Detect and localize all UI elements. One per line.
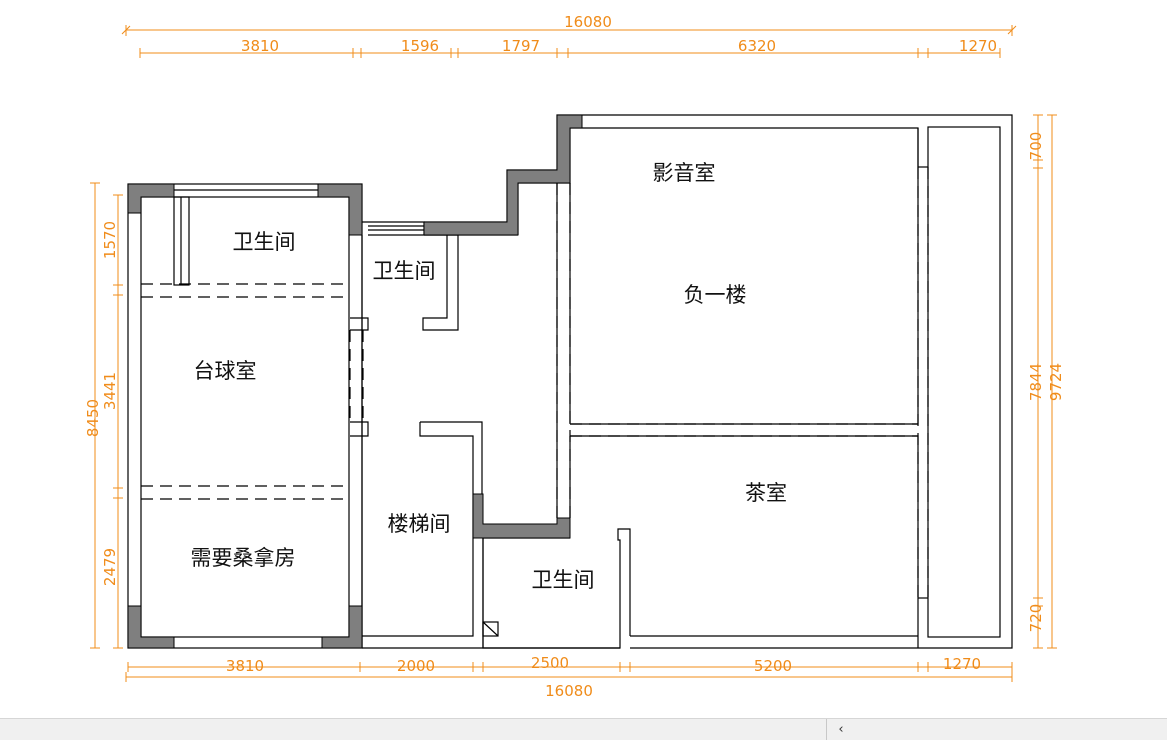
- dashed-partitions: [141, 167, 929, 598]
- dim-right-bottom: 720: [1027, 604, 1045, 633]
- room-label-bathroom-2: 卫生间: [373, 259, 436, 283]
- room-label-billiard-room: 台球室: [194, 359, 257, 383]
- dim-bottom-total: 16080: [545, 682, 593, 700]
- dim-left-seg-3: 2479: [101, 548, 119, 586]
- dim-bottom-seg-1: 3810: [226, 657, 264, 675]
- room-labels: 卫生间 卫生间 台球室 需要桑拿房 楼梯间 影音室 负一楼 茶室 卫生间: [191, 161, 788, 592]
- room-label-tea-room: 茶室: [745, 481, 787, 505]
- columns: [127, 114, 583, 649]
- dimension-labels: 16080 3810 1596 1797 6320 1270 3810 2000…: [84, 13, 1065, 700]
- room-label-sauna-room: 需要桑拿房: [191, 546, 296, 570]
- dim-top-total: 16080: [564, 13, 612, 31]
- dim-top-seg-1: 3810: [241, 37, 279, 55]
- dim-right-total: 9724: [1047, 363, 1065, 401]
- room-label-stairwell: 楼梯间: [388, 512, 451, 536]
- dim-right-middle: 7844: [1027, 363, 1045, 401]
- dim-left-total: 8450: [84, 399, 102, 437]
- dim-left-seg-2: 3441: [101, 372, 119, 410]
- dim-bottom-seg-5: 1270: [943, 655, 981, 673]
- dim-right-top: 700: [1027, 132, 1045, 161]
- dim-bottom-seg-4: 5200: [754, 657, 792, 675]
- dim-left-seg-1: 1570: [101, 221, 119, 259]
- dim-top-seg-2: 1596: [401, 37, 439, 55]
- dim-bottom-seg-3: 2500: [531, 654, 569, 672]
- dim-bottom-seg-2: 2000: [397, 657, 435, 675]
- horizontal-scrollbar[interactable]: ‹: [0, 718, 1167, 740]
- room-label-bathroom-3: 卫生间: [532, 568, 595, 592]
- dim-top-seg-5: 1270: [959, 37, 997, 55]
- dimension-lines: [90, 25, 1057, 682]
- room-label-bathroom-1: 卫生间: [233, 230, 296, 254]
- dim-top-seg-3: 1797: [502, 37, 540, 55]
- scroll-left-arrow-icon[interactable]: ‹: [826, 719, 855, 740]
- room-label-av-room: 影音室: [653, 161, 716, 185]
- room-label-basement: 负一楼: [684, 283, 747, 307]
- dim-top-seg-4: 6320: [738, 37, 776, 55]
